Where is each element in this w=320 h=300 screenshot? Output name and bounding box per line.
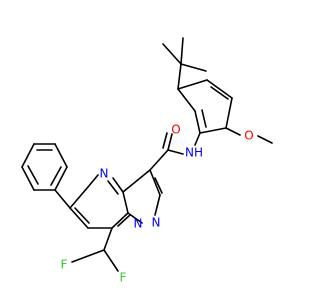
- bond: [103, 249, 119, 272]
- bond: [71, 249, 105, 263]
- bond: [54, 166, 68, 191]
- bond: [111, 212, 129, 229]
- atom-label-layer: O NH O N N N F F: [61, 123, 254, 285]
- bond: [201, 109, 207, 128]
- bond: [180, 63, 207, 72]
- bond: [27, 165, 39, 185]
- bond: [112, 177, 124, 193]
- bond: [154, 194, 161, 216]
- bond: [69, 207, 89, 229]
- molecule-drawing: O NH O N N N F F: [21, 37, 273, 285]
- bond: [194, 110, 201, 134]
- bond: [74, 207, 90, 224]
- bond: [210, 86, 229, 100]
- fluorine-left-label: F: [61, 258, 68, 272]
- bond: [50, 166, 62, 186]
- bond: [177, 88, 196, 112]
- methoxy-oxygen-label: O: [244, 129, 253, 143]
- bond: [162, 43, 182, 65]
- bond: [117, 214, 131, 227]
- bridge-nitrogen-label: N: [134, 217, 143, 231]
- structure-diagram: O NH O N N N F F: [21, 37, 273, 285]
- bond: [167, 149, 184, 155]
- bond: [225, 97, 233, 129]
- bond: [194, 132, 201, 146]
- bond: [87, 174, 99, 188]
- bond: [257, 135, 273, 144]
- bond: [103, 227, 113, 251]
- bond: [162, 132, 168, 149]
- amide-oxygen-label: O: [171, 123, 180, 137]
- bond: [154, 177, 163, 194]
- bond: [21, 166, 35, 191]
- bond: [149, 169, 161, 196]
- bond: [206, 79, 233, 99]
- bond: [21, 143, 35, 168]
- bond: [199, 127, 227, 134]
- bond: [122, 169, 151, 193]
- bond: [122, 191, 129, 214]
- bond-layer: [21, 37, 273, 272]
- bond: [54, 143, 68, 168]
- bond: [54, 189, 71, 209]
- bond: [149, 149, 169, 171]
- pyrimidine-nitrogen-label: N: [100, 167, 109, 181]
- bond: [180, 37, 184, 65]
- bond: [69, 186, 89, 209]
- bond: [225, 127, 241, 136]
- fluorine-right-label: F: [120, 271, 127, 285]
- bond: [167, 133, 173, 151]
- pyrazole-nitrogen-label: N: [152, 216, 161, 230]
- amide-nitrogen-label: NH: [185, 146, 203, 160]
- bond: [177, 79, 208, 90]
- bond: [177, 63, 182, 90]
- bond: [107, 180, 119, 195]
